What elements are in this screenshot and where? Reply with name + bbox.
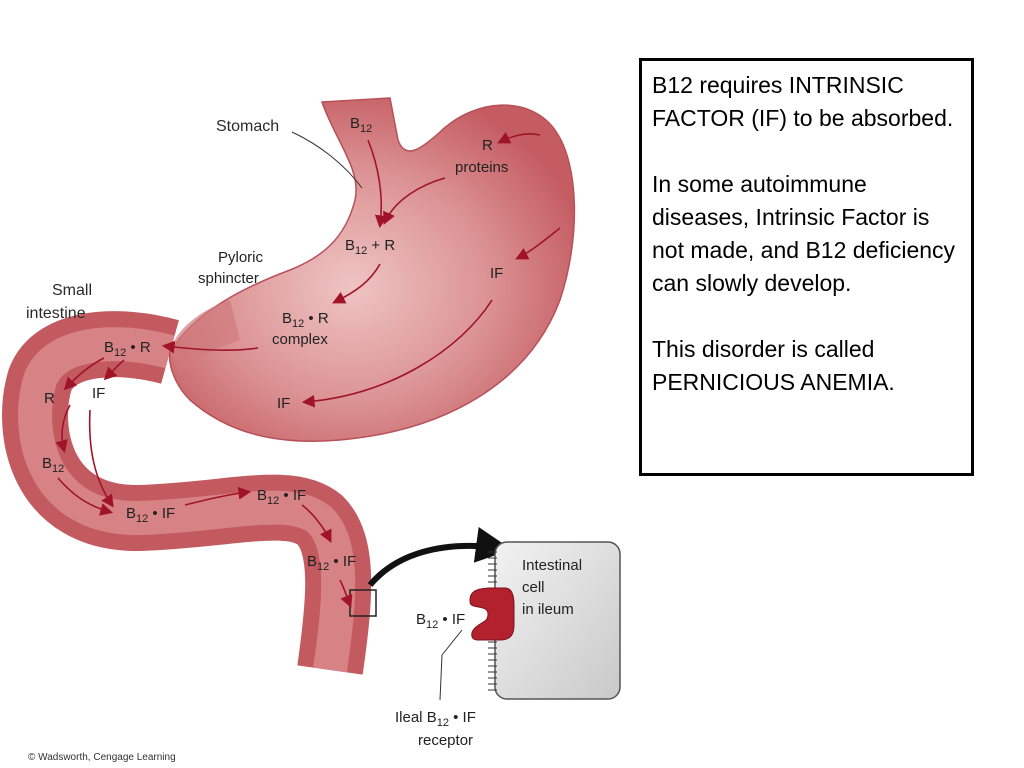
flow-arrows bbox=[55, 131, 561, 608]
zoom-arrow bbox=[367, 526, 512, 587]
label-if-stomach: IF bbox=[490, 265, 503, 282]
label-b12-plus-r: B12 + R bbox=[345, 237, 395, 257]
info-paragraph-2: In some autoimmune diseases, Intrinsic F… bbox=[652, 171, 956, 296]
label-complex: complex bbox=[272, 331, 328, 348]
label-b12-if-3: B12 • IF bbox=[307, 553, 356, 573]
label-b12-dot-r-intestine: B12 • R bbox=[104, 339, 151, 359]
label-r: R bbox=[482, 137, 493, 154]
label-intestinal: Intestinal bbox=[522, 557, 582, 574]
label-b12-dot-r-stomach: B12 • R bbox=[282, 310, 329, 330]
label-intestine: intestine bbox=[26, 305, 86, 322]
stomach-organ bbox=[168, 97, 576, 442]
info-paragraph-1: B12 requires INTRINSIC FACTOR (IF) to be… bbox=[652, 72, 954, 131]
label-if-lower: IF bbox=[277, 395, 290, 412]
label-small: Small bbox=[52, 282, 92, 299]
label-cell: cell bbox=[522, 579, 545, 596]
info-text-box: B12 requires INTRINSIC FACTOR (IF) to be… bbox=[639, 58, 974, 476]
copyright-notice: © Wadsworth, Cengage Learning bbox=[28, 752, 176, 763]
label-receptor: receptor bbox=[418, 732, 473, 749]
label-b12-if-1: B12 • IF bbox=[126, 505, 175, 525]
label-pyloric: Pyloric bbox=[218, 249, 264, 266]
label-sphincter: sphincter bbox=[198, 270, 259, 287]
label-proteins: proteins bbox=[455, 159, 508, 176]
label-b12-top: B12 bbox=[350, 115, 372, 135]
label-in-ileum: in ileum bbox=[522, 601, 574, 618]
label-b12-if-2: B12 • IF bbox=[257, 487, 306, 507]
label-ileal-receptor: Ileal B12 • IF bbox=[395, 709, 476, 729]
ileal-receptor bbox=[469, 587, 515, 641]
label-b12-left: B12 bbox=[42, 455, 64, 475]
label-b12-if-cell: B12 • IF bbox=[416, 611, 465, 631]
info-paragraph-3: This disorder is called PERNICIOUS ANEMI… bbox=[652, 336, 895, 395]
label-if-intestine: IF bbox=[92, 385, 105, 402]
label-r-intestine: R bbox=[44, 390, 55, 407]
label-stomach: Stomach bbox=[216, 118, 279, 135]
